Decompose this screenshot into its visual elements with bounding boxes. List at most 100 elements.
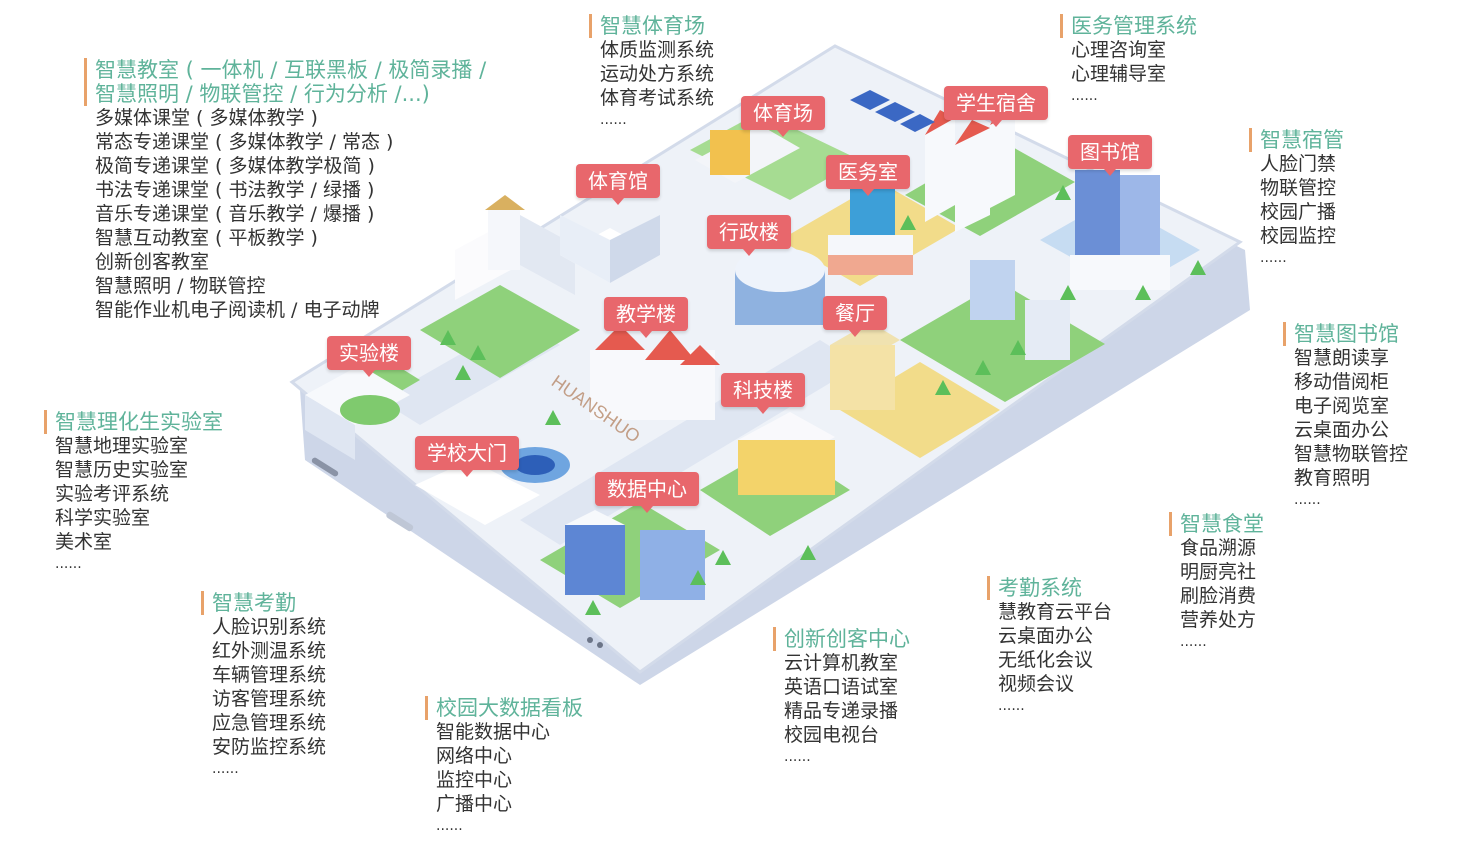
camera-dot (587, 637, 593, 643)
datacenter-building (565, 510, 705, 600)
more-indicator: ...... (212, 761, 239, 777)
list-item: 智慧照明 / 物联管控 (95, 275, 266, 297)
label-datacenter: 数据中心 (595, 472, 699, 513)
more-indicator: ...... (600, 112, 627, 128)
more-indicator: ...... (998, 698, 1025, 714)
panel-title: 智慧考勤 (201, 591, 326, 615)
list-item: 体育考试系统 (600, 87, 715, 109)
label-teaching: 教学楼 (604, 297, 688, 338)
list-item: 英语口语试室 (784, 676, 899, 698)
side-building (970, 260, 1070, 360)
label-medical: 医务室 (826, 155, 910, 196)
list-item: 智慧朗读享 (1294, 347, 1390, 369)
solar-panels (850, 90, 935, 132)
label-tech: 科技楼 (721, 373, 805, 414)
list-item: 明厨亮社 (1180, 561, 1257, 583)
list-item: 无纸化会议 (998, 649, 1094, 671)
list-item: 慧教育云平台 (998, 601, 1113, 623)
list-item: 音乐专递课堂 ( 音乐教学 / 爆播 ) (95, 203, 375, 225)
panel-title: 智慧图书馆 (1283, 322, 1408, 346)
panel-title: 智慧体育场 (589, 14, 714, 38)
list-item: 实验考评系统 (55, 483, 170, 505)
list-item: 心理辅导室 (1071, 63, 1167, 85)
panel-title: 考勤系统 (987, 576, 1112, 600)
admin-building (735, 248, 825, 325)
panel-lab: 智慧理化生实验室 智慧地理实验室 智慧历史实验室 实验考评系统 科学实验室 美术… (44, 410, 223, 574)
label-admin: 行政楼 (707, 215, 791, 256)
more-indicator: ...... (1071, 88, 1098, 104)
list-item: 极简专递课堂 ( 多媒体教学极简 ) (95, 155, 375, 177)
label-canteen: 餐厅 (823, 296, 887, 337)
list-item: 刷脸消费 (1180, 585, 1257, 607)
list-item: 智慧互动教室 ( 平板教学 ) (95, 227, 318, 249)
camera-dot-2 (597, 642, 603, 648)
list-item: 车辆管理系统 (212, 664, 327, 686)
panel-bigdata: 校园大数据看板 智能数据中心 网络中心 监控中心 广播中心 ...... (425, 696, 583, 836)
lab-building (305, 365, 410, 460)
more-indicator: ...... (1294, 492, 1321, 508)
more-indicator: ...... (55, 556, 82, 572)
list-item: 常态专递课堂 ( 多媒体教学 / 常态 ) (95, 131, 394, 153)
list-item: 移动借阅柜 (1294, 371, 1390, 393)
panel-attendance-sys: 考勤系统 慧教育云平台 云桌面办公 无纸化会议 视频会议 ...... (987, 576, 1113, 716)
list-item: 教育照明 (1294, 467, 1371, 489)
more-indicator: ...... (436, 818, 463, 834)
buildings (305, 90, 1170, 600)
list-item: 广播中心 (436, 793, 513, 815)
label-library: 图书馆 (1068, 135, 1152, 176)
list-item: 物联管控 (1260, 177, 1337, 199)
panel-title: 智慧理化生实验室 (44, 410, 223, 434)
panel-title: 医务管理系统 (1060, 14, 1197, 38)
panel-title: 校园大数据看板 (425, 696, 583, 720)
list-item: 监控中心 (436, 769, 513, 791)
church-building (455, 195, 575, 300)
list-item: 多媒体课堂 ( 多媒体教学 ) (95, 107, 318, 129)
gate-structure (415, 447, 570, 525)
list-item: 美术室 (55, 531, 113, 553)
list-item: 应急管理系统 (212, 712, 327, 734)
more-indicator: ...... (784, 749, 811, 765)
panel-title: 智慧教室 ( 一体机 / 互联黑板 / 极简录播 / 智慧照明 / 物联管控 /… (84, 58, 486, 106)
list-item: 云计算机教室 (784, 652, 899, 674)
list-item: 人脸识别系统 (212, 616, 327, 638)
list-item: 人脸门禁 (1260, 153, 1337, 175)
list-item: 心理咨询室 (1071, 39, 1167, 61)
list-item: 营养处方 (1180, 609, 1257, 631)
list-item: 智慧物联管控 (1294, 443, 1409, 465)
list-item: 科学实验室 (55, 507, 151, 529)
list-item: 运动处方系统 (600, 63, 715, 85)
list-item: 电子阅览室 (1294, 395, 1390, 417)
list-item: 食品溯源 (1180, 537, 1257, 559)
stadium-building (695, 125, 800, 183)
list-item: 校园电视台 (784, 724, 880, 746)
panel-attendance-smart: 智慧考勤 人脸识别系统 红外测温系统 车辆管理系统 访客管理系统 应急管理系统 … (201, 591, 327, 779)
label-lab: 实验楼 (327, 336, 411, 377)
list-item: 智慧历史实验室 (55, 459, 189, 481)
speaker-slot (311, 457, 339, 477)
more-indicator: ...... (1180, 634, 1207, 650)
side-button (386, 511, 414, 532)
more-indicator: ...... (1260, 250, 1287, 266)
list-item: 校园监控 (1260, 225, 1337, 247)
list-item: 安防监控系统 (212, 736, 327, 758)
list-item: 精品专递录播 (784, 700, 899, 722)
label-stadium: 体育场 (741, 96, 825, 137)
list-item: 智能作业机电子阅读机 / 电子动牌 (95, 299, 380, 321)
list-item: 智慧地理实验室 (55, 435, 189, 457)
list-item: 体质监测系统 (600, 39, 715, 61)
list-item: 创新创客教室 (95, 251, 210, 273)
panel-maker: 创新创客中心 云计算机教室 英语口语试室 精品专递录播 校园电视台 ...... (773, 627, 910, 767)
panel-library: 智慧图书馆 智慧朗读享 移动借阅柜 电子阅览室 云桌面办公 智慧物联管控 教育照… (1283, 322, 1409, 510)
list-item: 校园广播 (1260, 201, 1337, 223)
grass-block (900, 282, 1105, 402)
list-item: 视频会议 (998, 673, 1075, 695)
tech-building (738, 412, 835, 495)
list-item: 访客管理系统 (212, 688, 327, 710)
teaching-building (590, 325, 720, 420)
panel-medical: 医务管理系统 心理咨询室 心理辅导室 ...... (1060, 14, 1197, 106)
dorm-building (925, 100, 1015, 232)
panel-classroom: 智慧教室 ( 一体机 / 互联黑板 / 极简录播 / 智慧照明 / 物联管控 /… (84, 58, 486, 322)
grass-block (420, 285, 580, 378)
panel-canteen: 智慧食堂 食品溯源 明厨亮社 刷脸消费 营养处方 ...... (1169, 512, 1264, 652)
list-item: 网络中心 (436, 745, 513, 767)
